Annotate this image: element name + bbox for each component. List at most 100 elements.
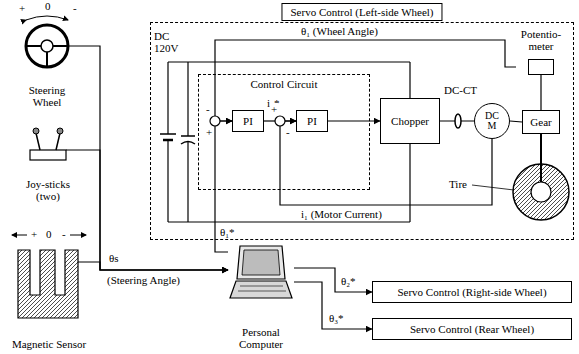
current-transformer bbox=[455, 114, 461, 128]
input-device: Joy-sticks (two) bbox=[10, 122, 86, 202]
potentiometer-body bbox=[528, 59, 554, 75]
direction-sign: 0 bbox=[45, 228, 53, 240]
sum-sign: + bbox=[205, 126, 213, 138]
tire-symbol bbox=[472, 185, 514, 190]
input-device: Magnetic Sensor bbox=[5, 226, 93, 350]
tire-symbol bbox=[513, 164, 569, 220]
joystick-symbol bbox=[30, 150, 66, 160]
direction-sign: + bbox=[30, 228, 38, 240]
node-text: Magnetic Sensor bbox=[12, 338, 86, 350]
signal-name: θs bbox=[108, 252, 120, 264]
node-text: DC M bbox=[481, 111, 503, 131]
node-text: Steering Wheel bbox=[16, 84, 78, 108]
dc-motor: DC M bbox=[474, 103, 510, 139]
node-text: Servo Control (Right-side Wheel) bbox=[397, 286, 546, 298]
part-name: Tire bbox=[448, 178, 468, 190]
node-text: Potentio-meter bbox=[516, 28, 566, 52]
servo-box: Servo Control (Right-side Wheel) bbox=[372, 281, 572, 303]
sensor-name: DC-CT bbox=[443, 84, 478, 96]
tire-symbol bbox=[531, 182, 551, 202]
connector bbox=[510, 121, 522, 122]
laptop-symbol bbox=[240, 286, 283, 287]
sum-sign: - bbox=[205, 103, 211, 115]
steering-wheel-symbol bbox=[26, 25, 68, 67]
chopper-box: Chopper bbox=[380, 98, 440, 144]
magnetic-sensor-symbol bbox=[18, 250, 78, 318]
supply-voltage: DC 120V bbox=[153, 30, 189, 54]
signal-name: (Steering Angle) bbox=[106, 274, 181, 286]
steering-wheel-symbol bbox=[46, 52, 48, 66]
node-text: Servo Control (Rear Wheel) bbox=[410, 323, 534, 335]
connector bbox=[540, 75, 541, 110]
joystick-symbol bbox=[57, 128, 63, 134]
gear-box: Gear bbox=[522, 110, 560, 134]
connector bbox=[82, 46, 228, 270]
laptop-symbol bbox=[242, 250, 280, 275]
magnetic-sensor-symbol bbox=[78, 262, 93, 263]
steering-wheel-symbol bbox=[41, 40, 53, 52]
magnetic-sensor-symbol bbox=[12, 235, 27, 236]
direction-sign: - bbox=[72, 2, 78, 14]
signal-label: θ₃* bbox=[328, 312, 345, 324]
connector bbox=[86, 150, 228, 270]
current-transformer bbox=[455, 114, 461, 128]
signal-label: θ₁ (Wheel Angle) bbox=[300, 25, 379, 37]
joystick-symbol bbox=[56, 133, 60, 150]
laptop-symbol bbox=[230, 246, 292, 298]
summing-point bbox=[275, 116, 285, 126]
steering-wheel-symbol bbox=[68, 46, 82, 47]
connector bbox=[294, 282, 372, 329]
summing-point bbox=[210, 116, 220, 126]
sum-sign: - bbox=[285, 126, 291, 138]
steering-wheel-symbol bbox=[27, 45, 41, 47]
laptop-symbol bbox=[238, 291, 286, 292]
signal-label: θ₂* bbox=[340, 275, 357, 287]
sum-sign: + bbox=[270, 103, 278, 115]
joystick-symbol bbox=[36, 133, 40, 150]
signal-label: θ₁* bbox=[219, 226, 236, 238]
steering-wheel-symbol bbox=[53, 45, 67, 47]
direction-sign: 0 bbox=[44, 0, 52, 12]
node-text: Gear bbox=[530, 116, 551, 128]
servo-box: Servo Control (Rear Wheel) bbox=[372, 318, 572, 340]
dc-supply bbox=[168, 221, 410, 222]
dc-supply bbox=[167, 62, 168, 134]
dc-supply bbox=[160, 62, 410, 222]
control-circuit: Control CircuitPI PI bbox=[198, 74, 370, 190]
tire-symbol bbox=[472, 134, 569, 220]
node-text: Personal Computer bbox=[230, 326, 292, 350]
steering-wheel-symbol bbox=[26, 16, 82, 67]
direction-sign: + bbox=[18, 2, 26, 14]
personal-computer: Personal Computer bbox=[228, 240, 294, 350]
joystick-symbol bbox=[30, 128, 86, 160]
joystick-symbol bbox=[66, 150, 86, 151]
pi-controller: PI bbox=[232, 110, 264, 132]
dc-supply bbox=[181, 135, 195, 137]
direction-sign: - bbox=[61, 228, 67, 240]
magnetic-sensor-symbol bbox=[12, 235, 93, 318]
pi-controller: PI bbox=[296, 110, 328, 132]
potentiometer: Potentio-meter bbox=[516, 28, 566, 75]
dc-supply bbox=[187, 142, 188, 222]
node-text: PI bbox=[307, 115, 317, 127]
node-text: Control Circuit bbox=[199, 78, 369, 90]
connector bbox=[294, 268, 372, 292]
laptop-symbol bbox=[230, 281, 292, 298]
dc-supply bbox=[409, 144, 410, 222]
dc-supply bbox=[167, 140, 168, 222]
node-text: Joy-sticks (two) bbox=[18, 178, 78, 202]
steering-wheel-symbol bbox=[26, 16, 68, 20]
connector bbox=[328, 120, 380, 121]
input-device: Steering Wheel bbox=[12, 20, 82, 108]
dc-supply bbox=[409, 62, 410, 98]
dc-supply bbox=[187, 62, 188, 136]
region-heading: Servo Control (Left-side Wheel) bbox=[281, 3, 442, 21]
magnetic-sensor-symbol bbox=[70, 235, 86, 236]
node-text: Chopper bbox=[391, 115, 429, 127]
joystick-symbol bbox=[33, 128, 39, 134]
dc-supply bbox=[160, 133, 176, 135]
node-text: PI bbox=[243, 115, 253, 127]
laptop-symbol bbox=[237, 246, 285, 279]
signal-label: i₁ (Motor Current) bbox=[300, 208, 383, 220]
